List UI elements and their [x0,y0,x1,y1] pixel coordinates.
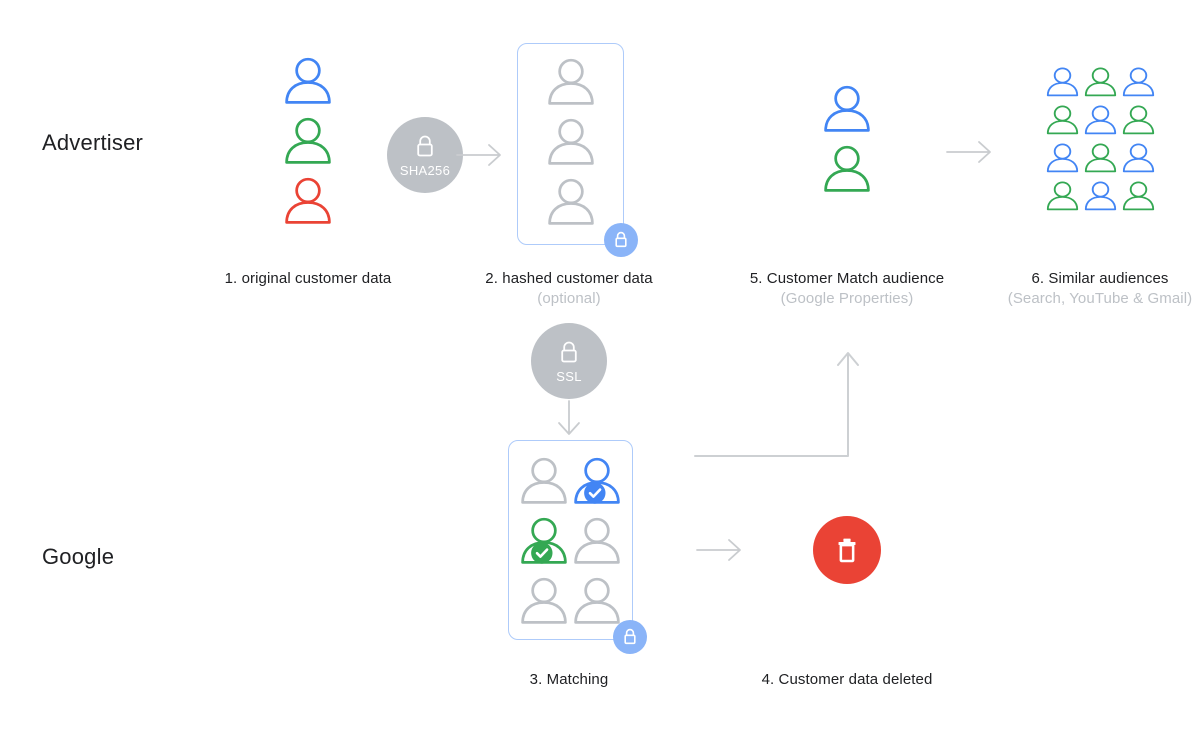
person-icon-blue-checked [573,457,621,505]
lock-badge-icon [613,620,647,654]
lock-icon [556,339,582,369]
delete-data-badge [813,516,881,584]
sha256-encryption-badge: SHA256 [387,117,463,193]
person-icon-blue [1122,67,1155,97]
person-icon-blue [1046,143,1079,173]
step6-label: 6. Similar audiences [1031,270,1169,287]
person-icon-green [1046,105,1079,135]
sha256-label: SHA256 [399,163,451,178]
person-icon-blue [1084,105,1117,135]
step5-sublabel: (Google Properties) [780,290,914,307]
original-customer-data-group [284,57,332,225]
lock-badge-icon [604,223,638,257]
arrow-right-icon [946,140,994,164]
person-icon-gray [573,577,621,625]
customer-match-audience-group [823,85,871,193]
person-icon-gray [547,178,595,226]
person-icon-blue [1122,143,1155,173]
hashed-customer-data-box [517,43,624,245]
step5-label: 5. Customer Match audience [749,270,945,287]
person-icon-green [1122,181,1155,211]
matching-group [509,441,632,625]
matching-box [508,440,633,640]
step2-label: 2. hashed customer data [485,270,653,287]
arrow-right-icon [456,143,504,167]
person-icon-blue [1046,67,1079,97]
arrow-down-icon [557,400,581,438]
step6-sublabel: (Search, YouTube & Gmail) [1007,290,1193,307]
step3-label: 3. Matching [529,671,609,688]
person-icon-green [1046,181,1079,211]
person-icon-gray [547,58,595,106]
arrow-right-icon [696,538,744,562]
person-icon-gray [520,577,568,625]
step4-label: 4. Customer data deleted [761,671,933,688]
person-icon-gray [547,118,595,166]
google-lane-label: Google [42,544,115,569]
arrow-up-elbow-icon [688,344,868,464]
person-icon-gray [520,457,568,505]
trash-icon [829,532,865,568]
person-icon-gray [573,517,621,565]
ssl-label: SSL [556,369,582,384]
advertiser-lane-label: Advertiser [42,130,144,155]
person-icon-red [284,177,332,225]
lock-icon [412,133,438,163]
hashed-customer-data-group [518,44,623,226]
person-icon-green [1084,143,1117,173]
similar-audiences-group [1046,67,1155,211]
person-icon-blue [823,85,871,133]
ssl-encryption-badge: SSL [531,323,607,399]
person-icon-green-checked [520,517,568,565]
person-icon-blue [1084,181,1117,211]
step1-label: 1. original customer data [224,270,392,287]
person-icon-green [1084,67,1117,97]
person-icon-green [284,117,332,165]
person-icon-green [1122,105,1155,135]
person-icon-blue [284,57,332,105]
person-icon-green [823,145,871,193]
step2-sublabel: (optional) [537,290,601,307]
